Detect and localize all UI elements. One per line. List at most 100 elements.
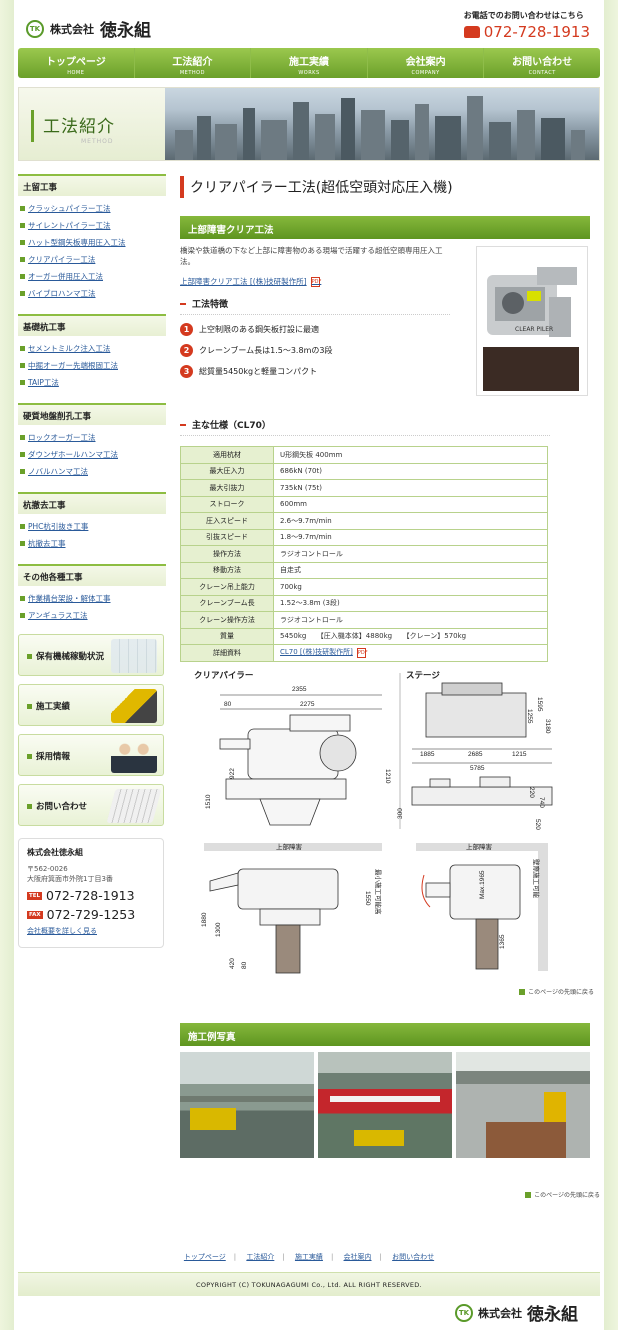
dim-label: 300 [397, 808, 404, 819]
sidebar: 土留工事 クラッシュパイラー工法 サイレントパイラー工法 ハット型鋼矢板専用圧入… [18, 174, 166, 948]
sidebar-link[interactable]: ハット型鋼矢板専用圧入工法 [20, 234, 166, 251]
company-tel[interactable]: TEL 072-728-1913 [27, 888, 155, 903]
footer-link-method[interactable]: 工法紹介 [246, 1253, 275, 1261]
main-content: クリアパイラー工法(超低空頭対応圧入機) 上部障害クリア工法 橋梁や鉄道橋の下な… [180, 174, 600, 1199]
dim-label: 520 [534, 819, 541, 830]
hero-banner: 工法紹介 METHOD [18, 87, 600, 161]
dim-label: 1880 [201, 912, 208, 927]
spec-key: 圧入スピード [180, 512, 274, 530]
banner-label: 採用情報 [36, 752, 71, 762]
calendar-icon [111, 639, 157, 673]
footer-link-works[interactable]: 施工実績 [294, 1253, 323, 1261]
dim-label: 2685 [468, 751, 483, 758]
contact-caption: お電話でのお問い合わせはこちら [463, 11, 584, 20]
dim-label: 3180 [544, 719, 551, 734]
page-background-left [0, 0, 14, 1330]
sidebar-link[interactable]: バイブロハンマ工法 [20, 285, 166, 302]
nav-sublabel: COMPANY [411, 70, 440, 76]
spec-pdf-link[interactable]: CL70 [(株)技研製作所] [280, 648, 353, 657]
construction-photo[interactable] [180, 1052, 314, 1158]
drawing-label: 上部障害 [466, 842, 493, 851]
sidebar-link[interactable]: 作業構台架設・解体工事 [20, 590, 166, 607]
dim-label: 最小施工可能高 [374, 869, 383, 915]
spec-value: 1.8〜9.7m/min [273, 528, 548, 546]
sidebar-link[interactable]: ロックオーガー工法 [20, 429, 166, 446]
tel-badge: TEL [27, 891, 43, 900]
banner-recruit[interactable]: 採用情報 [18, 734, 164, 776]
spec-value: ラジオコントロール [273, 545, 548, 563]
spec-row: クレーン操作方法ラジオコントロール [180, 611, 548, 629]
hero-title: 工法紹介 [43, 117, 115, 137]
dim-label: 80 [241, 961, 248, 969]
telephone-icon [463, 26, 480, 38]
banner-contact[interactable]: お問い合わせ [18, 784, 164, 826]
dim-label: 1595 [536, 697, 543, 712]
sidebar-link[interactable]: クリアパイラー工法 [20, 251, 166, 268]
logo-mark-icon: TK [455, 1303, 473, 1322]
spec-value: U形鋼矢板 400mm [273, 446, 548, 464]
spec-key: クレーン操作方法 [180, 611, 274, 629]
fax-number: 072-729-1253 [46, 907, 136, 922]
footer-link-home[interactable]: トップページ [183, 1253, 226, 1261]
pdf-icon: PDF [310, 276, 322, 287]
sidebar-link[interactable]: オーガー併用圧入工法 [20, 268, 166, 285]
dim-label: 1215 [512, 751, 527, 758]
banner-label: お問い合わせ [36, 802, 88, 812]
sidebar-link[interactable]: アンギュラス工法 [20, 607, 166, 624]
back-to-top-link[interactable]: このページの先頭に戻る [519, 987, 594, 996]
city-skyline-image [165, 88, 599, 160]
banner-works[interactable]: 施工実績 [18, 684, 164, 726]
footer-logo-name: 徳永組 [527, 1305, 578, 1325]
footer-logo-prefix: 株式会社 [478, 1306, 522, 1320]
sidebar-link[interactable]: ノバルハンマ工法 [20, 463, 166, 480]
fax-badge: FAX [27, 910, 43, 919]
pdf-download-link[interactable]: 上部障害クリア工法 [(株)技研製作所] PDF [180, 276, 322, 287]
spec-key: 最大引抜力 [180, 479, 274, 497]
sidebar-link[interactable]: 杭撤去工事 [20, 535, 166, 552]
spec-value[interactable]: CL70 [(株)技研製作所]PDF [273, 644, 548, 662]
sidebar-link[interactable]: セメントミルク注入工法 [20, 340, 166, 357]
back-to-top-link[interactable]: このページの先頭に戻る [525, 1190, 600, 1199]
spec-value: ラジオコントロール [273, 611, 548, 629]
spec-value: 735kN (75t) [273, 479, 548, 497]
hero-title-block: 工法紹介 METHOD [19, 88, 165, 160]
dim-label: 壁際施工可能 [532, 859, 541, 899]
site-logo[interactable]: TK 株式会社 徳永組 [26, 16, 151, 41]
construction-photo[interactable] [318, 1052, 452, 1158]
pdf-icon: PDF [356, 648, 368, 659]
company-more-link[interactable]: 会社概要を詳しく見る [27, 927, 97, 935]
sidebar-link[interactable]: ダウンザホールハンマ工法 [20, 446, 166, 463]
sidebar-link[interactable]: PHC杭引抜き工事 [20, 518, 166, 535]
sidebar-category-title: 硬質地盤削孔工事 [18, 403, 166, 425]
sidebar-link[interactable]: TAIP工法 [20, 374, 166, 391]
photo-label: CLEAR PILER [515, 326, 553, 333]
spec-value: 600mm [273, 495, 548, 513]
spec-key: 移動方法 [180, 561, 274, 579]
section-heading: 上部障害クリア工法 [180, 216, 590, 239]
footer-link-contact[interactable]: お問い合わせ [392, 1253, 435, 1261]
sidebar-link[interactable]: 中掘オーガー先端根固工法 [20, 357, 166, 374]
keyboard-icon [106, 789, 162, 823]
footer-logo[interactable]: TK 株式会社 徳永組 [455, 1300, 578, 1325]
banner-machine-status[interactable]: 保有機械稼動状況 [18, 634, 164, 676]
sidebar-link[interactable]: サイレントパイラー工法 [20, 217, 166, 234]
drawing-label: 上部障害 [276, 842, 303, 851]
header-phone[interactable]: 072-728-1913 [463, 23, 590, 41]
nav-sublabel: WORKS [298, 70, 320, 76]
sidebar-link[interactable]: クラッシュパイラー工法 [20, 200, 166, 217]
copyright: COPYRIGHT (C) TOKUNAGAGUMI Co., Ltd. ALL… [18, 1272, 600, 1296]
footer-link-company[interactable]: 会社案内 [343, 1253, 372, 1261]
spec-key: 最大圧入力 [180, 462, 274, 480]
drawing-label: ステージ [406, 671, 440, 681]
page: TK 株式会社 徳永組 お電話でのお問い合わせはこちら 072-728-1913… [14, 0, 604, 1330]
construction-photo[interactable] [456, 1052, 590, 1158]
spec-heading: 主な仕様（CL70） [180, 418, 550, 436]
company-name: 株式会社徳永組 [27, 848, 83, 857]
